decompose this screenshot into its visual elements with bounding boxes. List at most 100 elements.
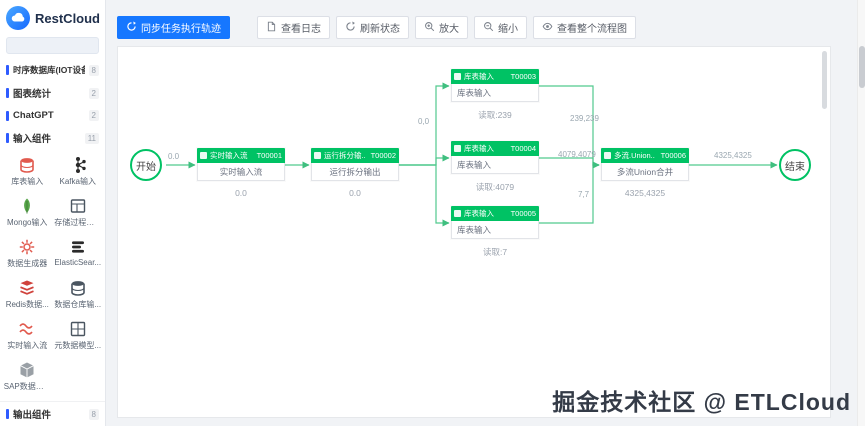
sidebar-category-output-components[interactable]: 输出组件 8 (0, 402, 105, 426)
component-item-stored-procedure-input[interactable]: 存储过程输入 (53, 192, 104, 232)
component-item-mongo-input[interactable]: Mongo输入 (2, 192, 53, 232)
generator-gear-icon (18, 238, 36, 256)
category-marker (6, 65, 9, 75)
sync-trace-button[interactable]: 同步任务执行轨迹 (117, 16, 230, 39)
node-type-icon (314, 152, 321, 159)
node-type-icon (200, 152, 207, 159)
end-node[interactable]: 结束 (779, 149, 811, 181)
refresh-status-button[interactable]: 刷新状态 (336, 16, 409, 39)
category-label: 图表统计 (13, 89, 52, 100)
node-count-T00003: 读取:239 (478, 110, 512, 120)
zoom-in-button[interactable]: 放大 (415, 16, 468, 39)
view-whole-flow-button[interactable]: 查看整个流程图 (533, 16, 636, 39)
start-node[interactable]: 开始 (130, 149, 162, 181)
component-item-redis-input[interactable]: Redis数据... (2, 274, 53, 314)
component-item-db-table-input[interactable]: 库表输入 (2, 151, 53, 191)
flow-toolbar: 同步任务执行轨迹 查看日志 刷新状态 放大 缩小 查看整个流程图 (117, 16, 642, 39)
sidebar-category-charts[interactable]: 图表统计 2 (0, 81, 105, 105)
eye-icon (542, 21, 553, 35)
component-item-warehouse-input[interactable]: 数据仓库输... (53, 274, 104, 314)
node-count-T00004: 读取:4079 (475, 182, 515, 192)
category-marker (6, 110, 9, 121)
sap-cube-icon (18, 361, 36, 379)
realtime-stream-icon (18, 320, 36, 338)
node-header: 运行拆分输.. T00002 (311, 148, 399, 163)
sidebar-category-input-components[interactable]: 输入组件 11 (0, 126, 105, 150)
node-id: T00003 (510, 72, 536, 81)
node-body-label: 库表输入 (451, 156, 539, 174)
category-marker (6, 88, 9, 98)
node-title: 多流.Union.. (614, 151, 655, 160)
category-marker (6, 133, 9, 143)
table-icon (69, 197, 87, 215)
category-count-badge: 8 (88, 64, 99, 76)
component-label: 数据仓库输... (54, 300, 102, 309)
component-label: Mongo输入 (7, 218, 48, 227)
flow-node-T00004[interactable]: 库表输入 T00004 库表输入 (451, 141, 539, 174)
flow-node-T00001[interactable]: 实时输入流 T00001 实时输入流 (197, 148, 285, 181)
component-sidebar: RestCloud 时序数据库(IOT设备) 8 图表统计 2 ChatGPT … (0, 0, 134, 426)
node-type-icon (454, 210, 461, 217)
category-count-badge: 8 (88, 408, 99, 420)
sidebar-category-iot[interactable]: 时序数据库(IOT设备) 8 (0, 59, 105, 81)
node-count-T00002: 0.0 (349, 188, 361, 198)
node-id: T00001 (256, 151, 282, 160)
component-label: 数据生成器 (7, 259, 48, 268)
warehouse-database-icon (69, 279, 87, 297)
node-body-label: 运行拆分输出 (311, 163, 399, 181)
node-title: 库表输入 (464, 144, 494, 153)
component-item-elasticsearch-input[interactable]: ElasticSear... (53, 233, 104, 273)
window-scrollbar-thumb[interactable] (859, 46, 865, 88)
flow-node-T00005[interactable]: 库表输入 T00005 库表输入 (451, 206, 539, 239)
canvas-scrollbar-thumb[interactable] (822, 51, 827, 109)
end-node-label: 结束 (785, 161, 805, 173)
node-id: T00006 (660, 151, 686, 160)
component-label: ElasticSear... (54, 258, 102, 267)
component-label: Kafka输入 (59, 177, 96, 186)
start-node-label: 开始 (136, 161, 156, 173)
component-item-metadata-model[interactable]: 元数据模型... (53, 315, 104, 355)
app-logo: RestCloud (0, 0, 105, 34)
zoom-in-icon (424, 21, 435, 35)
sidebar-category-chatgpt[interactable]: ChatGPT 2 (0, 105, 105, 126)
search-input[interactable] (7, 38, 134, 53)
node-header: 多流.Union.. T00006 (601, 148, 689, 163)
edge-label-7: 7,7 (578, 190, 590, 199)
edge-label-4325: 4325,4325 (714, 151, 752, 160)
component-search (6, 37, 134, 54)
button-label: 放大 (439, 24, 459, 35)
category-label: 输出组件 (13, 410, 52, 421)
category-count-badge: 11 (84, 132, 99, 144)
button-label: 查看整个流程图 (557, 24, 627, 35)
node-header: 库表输入 T00005 (451, 206, 539, 221)
node-type-icon (454, 145, 461, 152)
flow-edges (166, 82, 778, 227)
node-count-T00006: 4325,4325 (624, 188, 666, 198)
database-red-icon (18, 156, 36, 174)
component-item-data-generator[interactable]: 数据生成器 (2, 233, 53, 273)
flow-canvas[interactable]: 开始 结束 实时输入流 T00001 实时输入流 0.0 运行拆分输.. T00… (117, 46, 831, 418)
component-label: Redis数据... (5, 300, 49, 309)
zoom-out-icon (483, 21, 494, 35)
edge-label-239: 239,239 (570, 114, 599, 123)
mongo-leaf-icon (18, 197, 36, 215)
edge-label-branch: 0,0 (418, 117, 430, 126)
app-title: RestCloud (35, 10, 100, 26)
zoom-out-button[interactable]: 缩小 (474, 16, 527, 39)
component-item-sap-reader[interactable]: SAP数据读取 (2, 356, 53, 396)
component-label: 存储过程输入 (54, 218, 102, 227)
flow-node-T00003[interactable]: 库表输入 T00003 库表输入 (451, 69, 539, 102)
node-body-label: 库表输入 (451, 84, 539, 102)
flow-node-T00006[interactable]: 多流.Union.. T00006 多流Union合并 (601, 148, 689, 181)
node-title: 运行拆分输.. (324, 151, 366, 160)
sidebar-footer: 输出组件 8 (0, 401, 105, 426)
node-body-label: 实时输入流 (197, 163, 285, 181)
flow-node-T00002[interactable]: 运行拆分输.. T00002 运行拆分输出 (311, 148, 399, 181)
node-type-icon (454, 73, 461, 80)
window-scrollbar[interactable] (857, 0, 865, 426)
component-item-kafka-input[interactable]: Kafka输入 (53, 151, 104, 191)
node-type-icon (604, 152, 611, 159)
component-item-realtime-input-stream[interactable]: 实时输入流 (2, 315, 53, 355)
view-log-button[interactable]: 查看日志 (257, 16, 330, 39)
node-count-T00001: 0.0 (235, 188, 247, 198)
